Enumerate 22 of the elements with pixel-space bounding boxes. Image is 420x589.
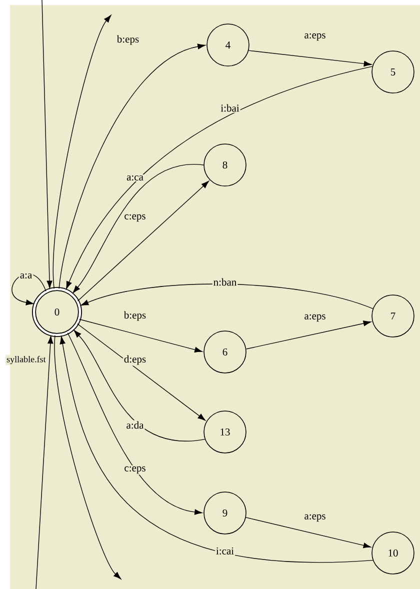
file-name-label: syllable.fst bbox=[6, 354, 47, 366]
arrow bbox=[248, 50, 372, 66]
arrow bbox=[54, 335, 122, 580]
arrow bbox=[78, 318, 202, 352]
edge-label: b:eps bbox=[116, 34, 140, 46]
arrow bbox=[52, 14, 112, 290]
arrow bbox=[36, 336, 54, 589]
arrow bbox=[42, 0, 52, 288]
edge-label: d:eps bbox=[122, 354, 148, 366]
arrow bbox=[76, 323, 206, 421]
arrow bbox=[12, 274, 46, 306]
arrow bbox=[246, 517, 372, 548]
arrow bbox=[74, 330, 206, 442]
arrow bbox=[58, 44, 206, 289]
arrow bbox=[60, 336, 374, 563]
arrow bbox=[67, 332, 202, 515]
arrow bbox=[72, 164, 204, 294]
arrow bbox=[80, 284, 374, 310]
arrow bbox=[77, 180, 210, 302]
arrow bbox=[66, 66, 373, 290]
arrow bbox=[246, 320, 372, 350]
edge-label: b:eps bbox=[122, 310, 148, 322]
